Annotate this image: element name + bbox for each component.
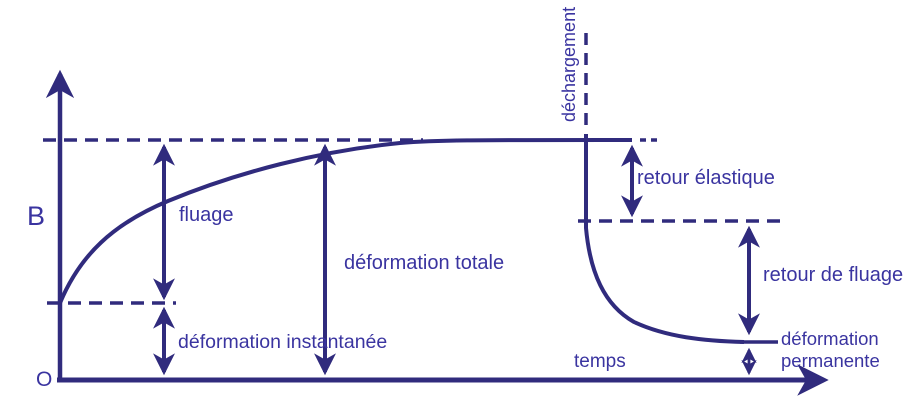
creep-curve	[58, 137, 633, 304]
permanent-deformation-label: déformation permanente	[781, 328, 880, 372]
x-axis-label: temps	[574, 351, 626, 372]
unloading-label: déchargement	[559, 6, 579, 122]
total-deformation-label: déformation totale	[344, 252, 505, 274]
instant-deformation-label: déformation instantanée	[178, 331, 388, 353]
creep-label: fluage	[179, 204, 234, 226]
permanent-deformation-label-line2: permanente	[781, 350, 880, 371]
origin-label: O	[36, 368, 53, 391]
recovery-curve	[584, 134, 745, 344]
creep-return-label: retour de fluage	[763, 264, 904, 286]
y-axis-label: B	[27, 201, 46, 231]
elastic-return-label: retour élastique	[637, 167, 775, 189]
permanent-deformation-label-line1: déformation	[781, 328, 879, 349]
